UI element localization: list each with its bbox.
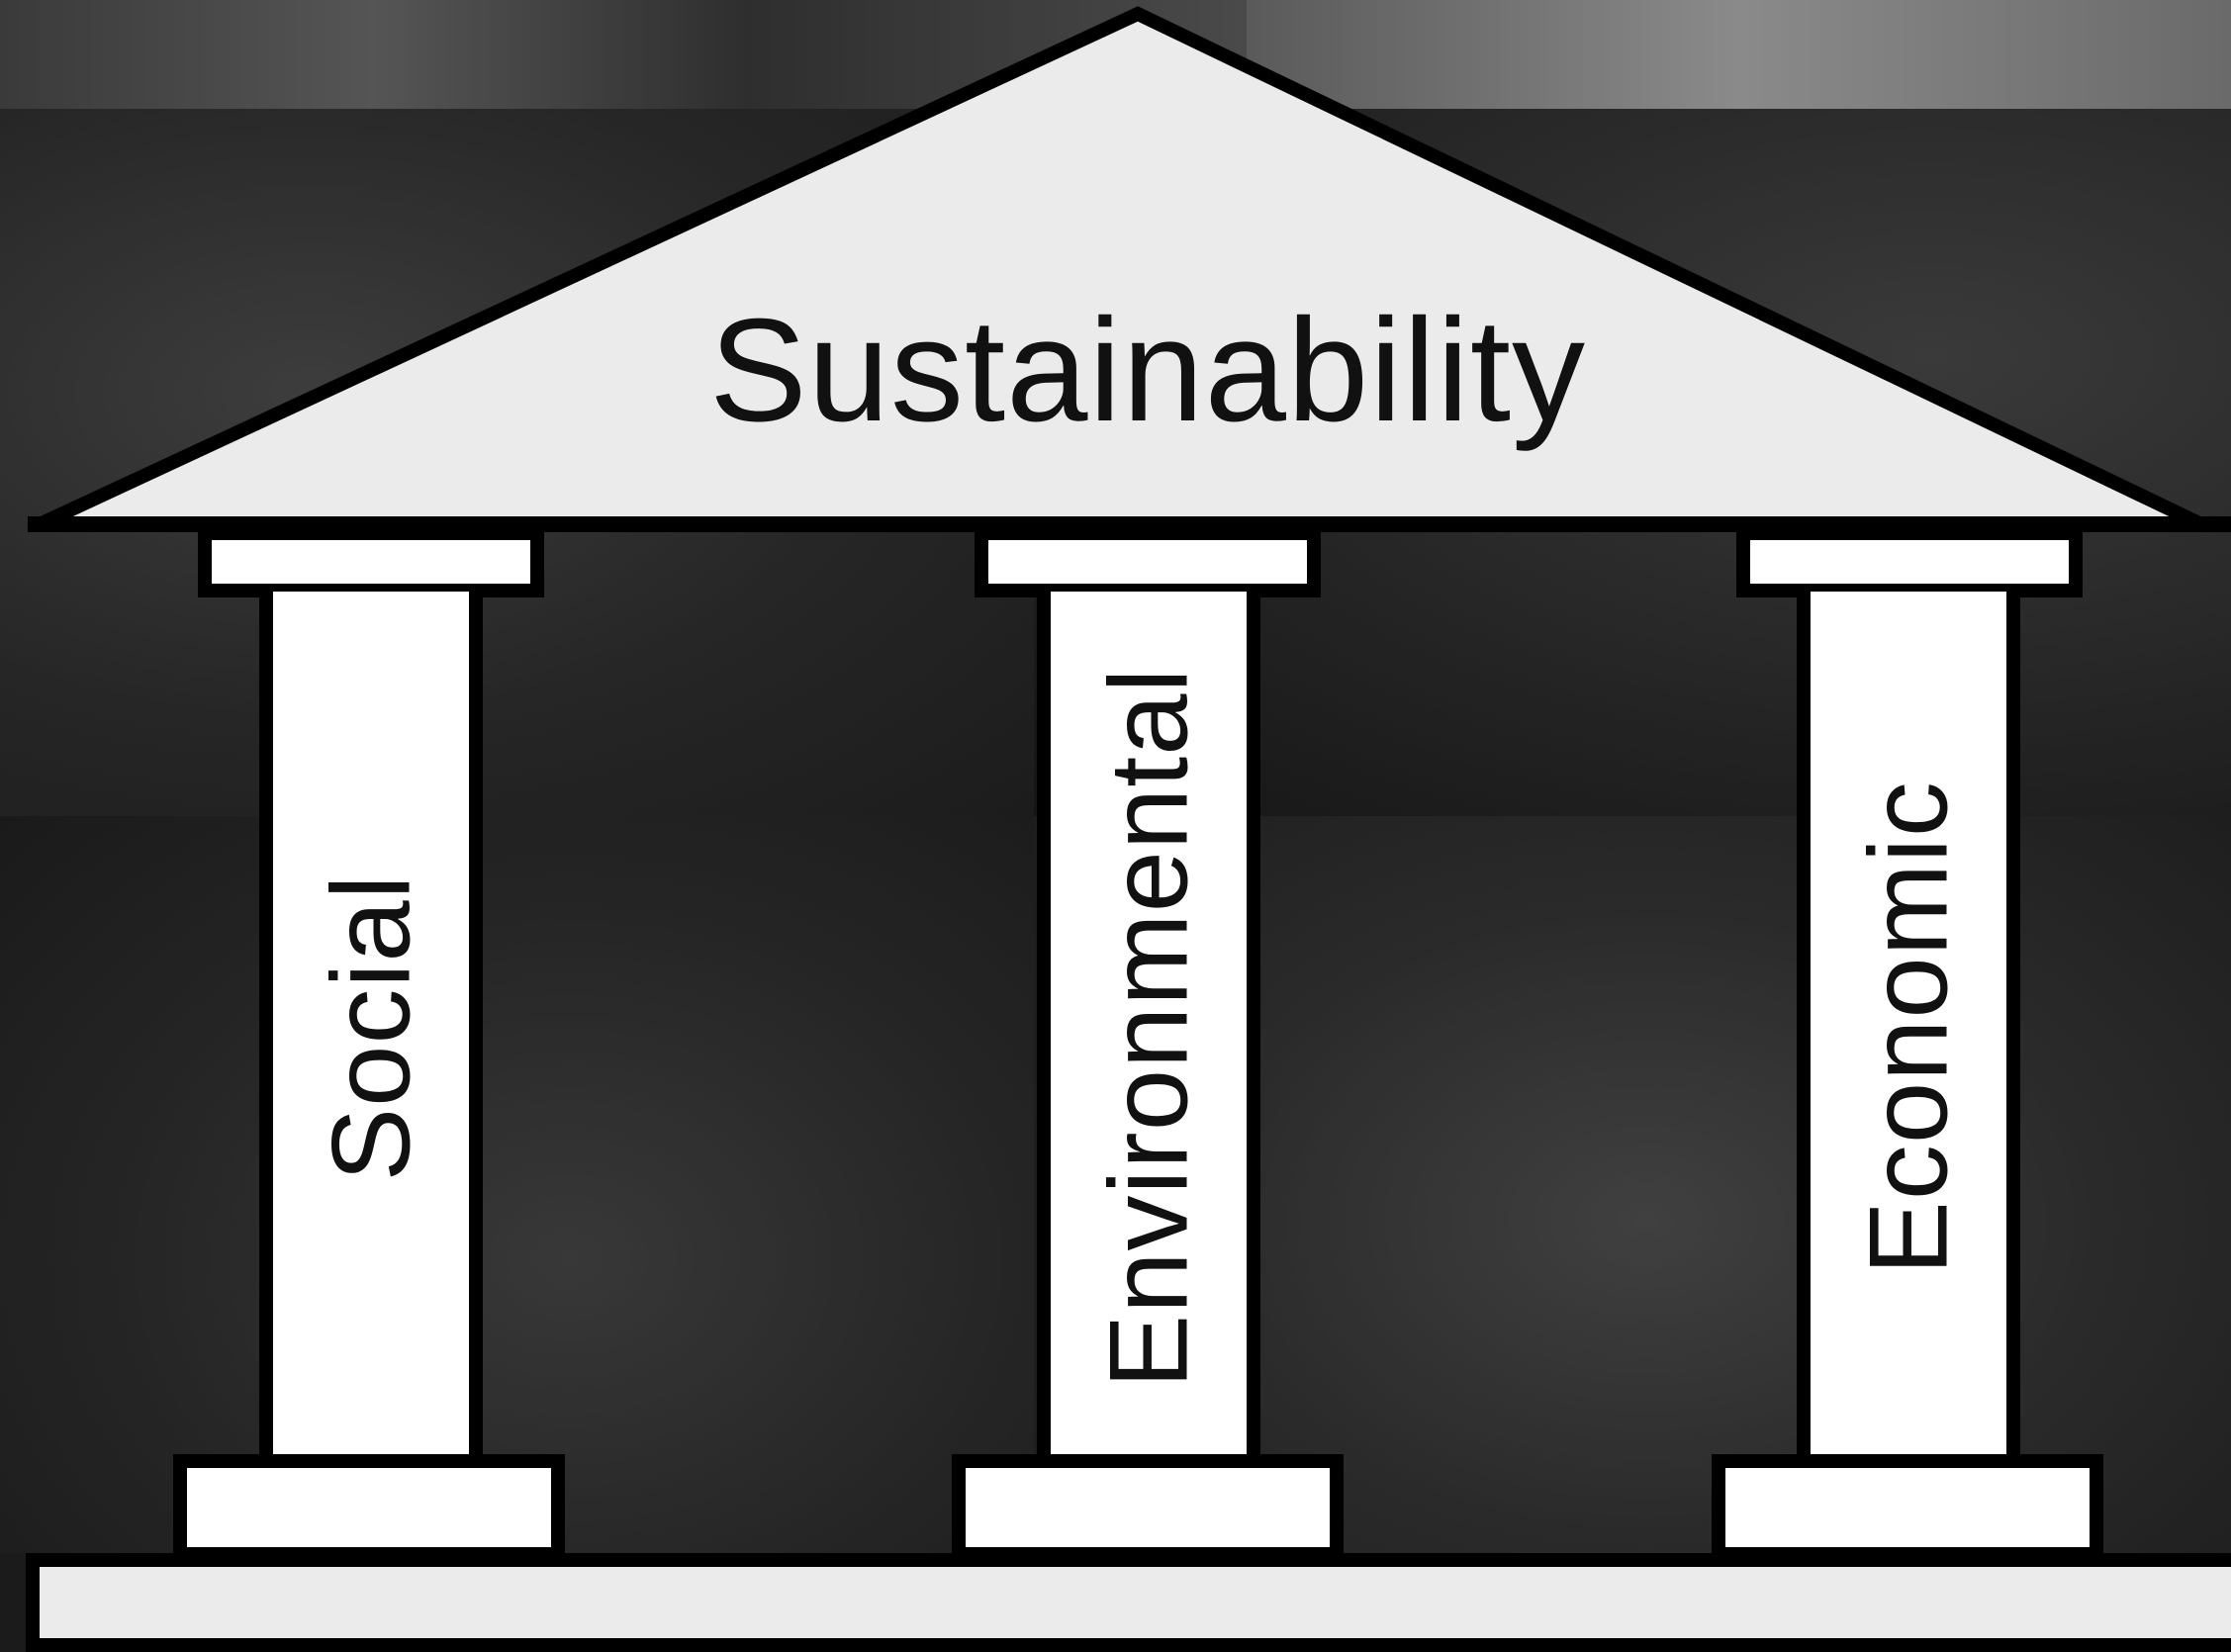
background-photo-tile — [0, 816, 1034, 1553]
pillar-capital-economic — [1736, 526, 2083, 597]
pillar-environmental: Environmental — [1037, 592, 1260, 1464]
roof-pediment — [28, 6, 2231, 532]
pillar-base-economic — [1712, 1454, 2103, 1561]
background-photo-tile — [1247, 0, 2231, 109]
foundation-floor — [26, 1553, 2231, 1652]
pillar-label-economic: Economic — [1846, 780, 1971, 1275]
pillar-capital-social — [198, 526, 544, 597]
pillar-label-environmental: Environmental — [1086, 667, 1211, 1389]
roof-title: Sustainability — [708, 289, 1587, 452]
pillar-label-social: Social — [309, 873, 433, 1182]
pillar-base-social — [173, 1454, 565, 1561]
pillar-economic: Economic — [1797, 592, 2020, 1464]
pillar-social: Social — [259, 592, 483, 1464]
pillar-base-environmental — [952, 1454, 1344, 1561]
background-photo-tile — [1256, 816, 2231, 1553]
pillar-capital-environmental — [975, 526, 1321, 597]
